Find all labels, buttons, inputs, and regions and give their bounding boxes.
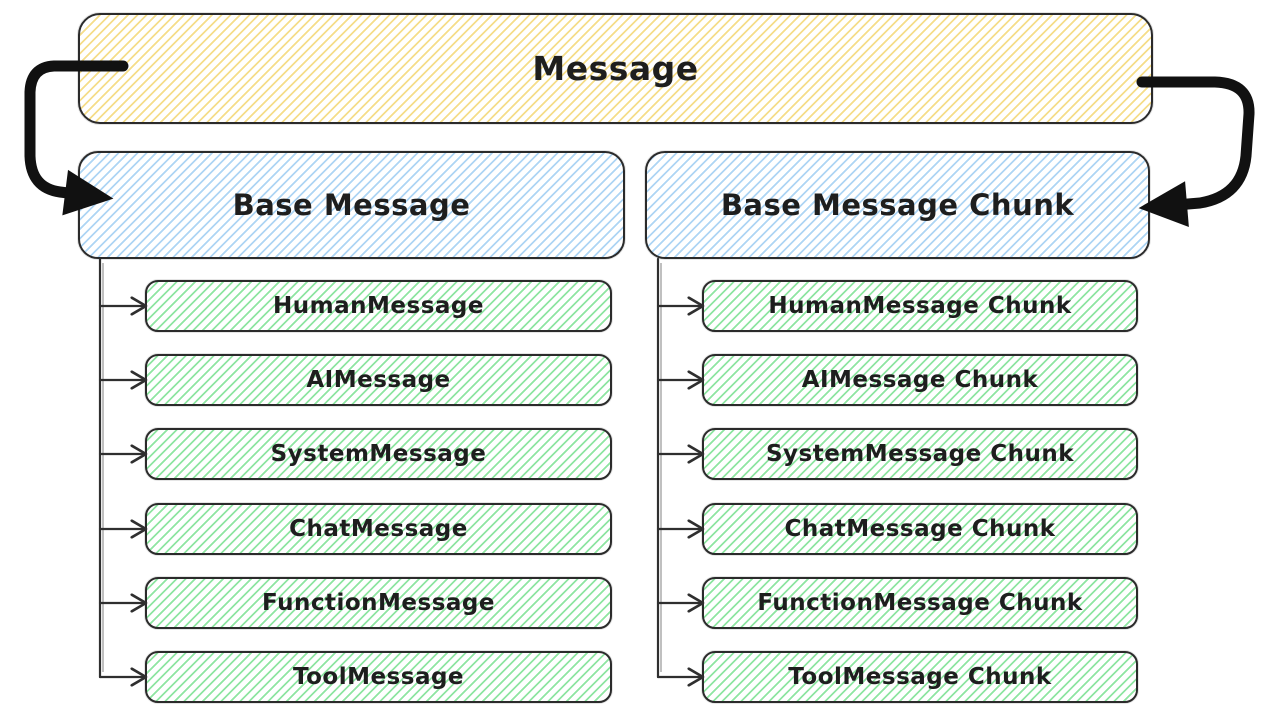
node-aimessage: AIMessage (145, 354, 612, 406)
node-toolmessage-chunk: ToolMessage Chunk (702, 651, 1138, 703)
node-functionmessage-chunk-label: FunctionMessage Chunk (757, 590, 1083, 616)
node-humanmessage: HumanMessage (145, 280, 612, 332)
arrow-message-to-base-message-chunk (1136, 76, 1255, 227)
node-base-message-chunk-label: Base Message Chunk (720, 188, 1075, 222)
node-functionmessage: FunctionMessage (145, 577, 612, 629)
node-humanmessage-label: HumanMessage (273, 293, 484, 319)
node-aimessage-chunk: AIMessage Chunk (702, 354, 1138, 406)
node-aimessage-chunk-label: AIMessage Chunk (801, 367, 1039, 393)
node-systemmessage-label: SystemMessage (270, 441, 487, 467)
node-aimessage-label: AIMessage (306, 367, 451, 393)
node-base-message-chunk: Base Message Chunk (645, 151, 1150, 259)
node-toolmessage: ToolMessage (145, 651, 612, 703)
node-message: Message (78, 13, 1153, 124)
node-toolmessage-label: ToolMessage (292, 664, 465, 690)
node-functionmessage-chunk: FunctionMessage Chunk (702, 577, 1138, 629)
node-toolmessage-chunk-label: ToolMessage Chunk (788, 664, 1052, 690)
node-systemmessage: SystemMessage (145, 428, 612, 480)
node-message-label: Message (532, 49, 699, 88)
node-chatmessage-label: ChatMessage (289, 516, 468, 542)
node-systemmessage-chunk-label: SystemMessage Chunk (765, 441, 1075, 467)
node-functionmessage-label: FunctionMessage (262, 590, 495, 616)
node-base-message-label: Base Message (232, 188, 471, 222)
node-chatmessage-chunk: ChatMessage Chunk (702, 503, 1138, 555)
node-chatmessage-chunk-label: ChatMessage Chunk (784, 516, 1056, 542)
node-humanmessage-chunk-label: HumanMessage Chunk (768, 293, 1072, 319)
node-chatmessage: ChatMessage (145, 503, 612, 555)
node-systemmessage-chunk: SystemMessage Chunk (702, 428, 1138, 480)
node-humanmessage-chunk: HumanMessage Chunk (702, 280, 1138, 332)
node-base-message: Base Message (78, 151, 625, 259)
